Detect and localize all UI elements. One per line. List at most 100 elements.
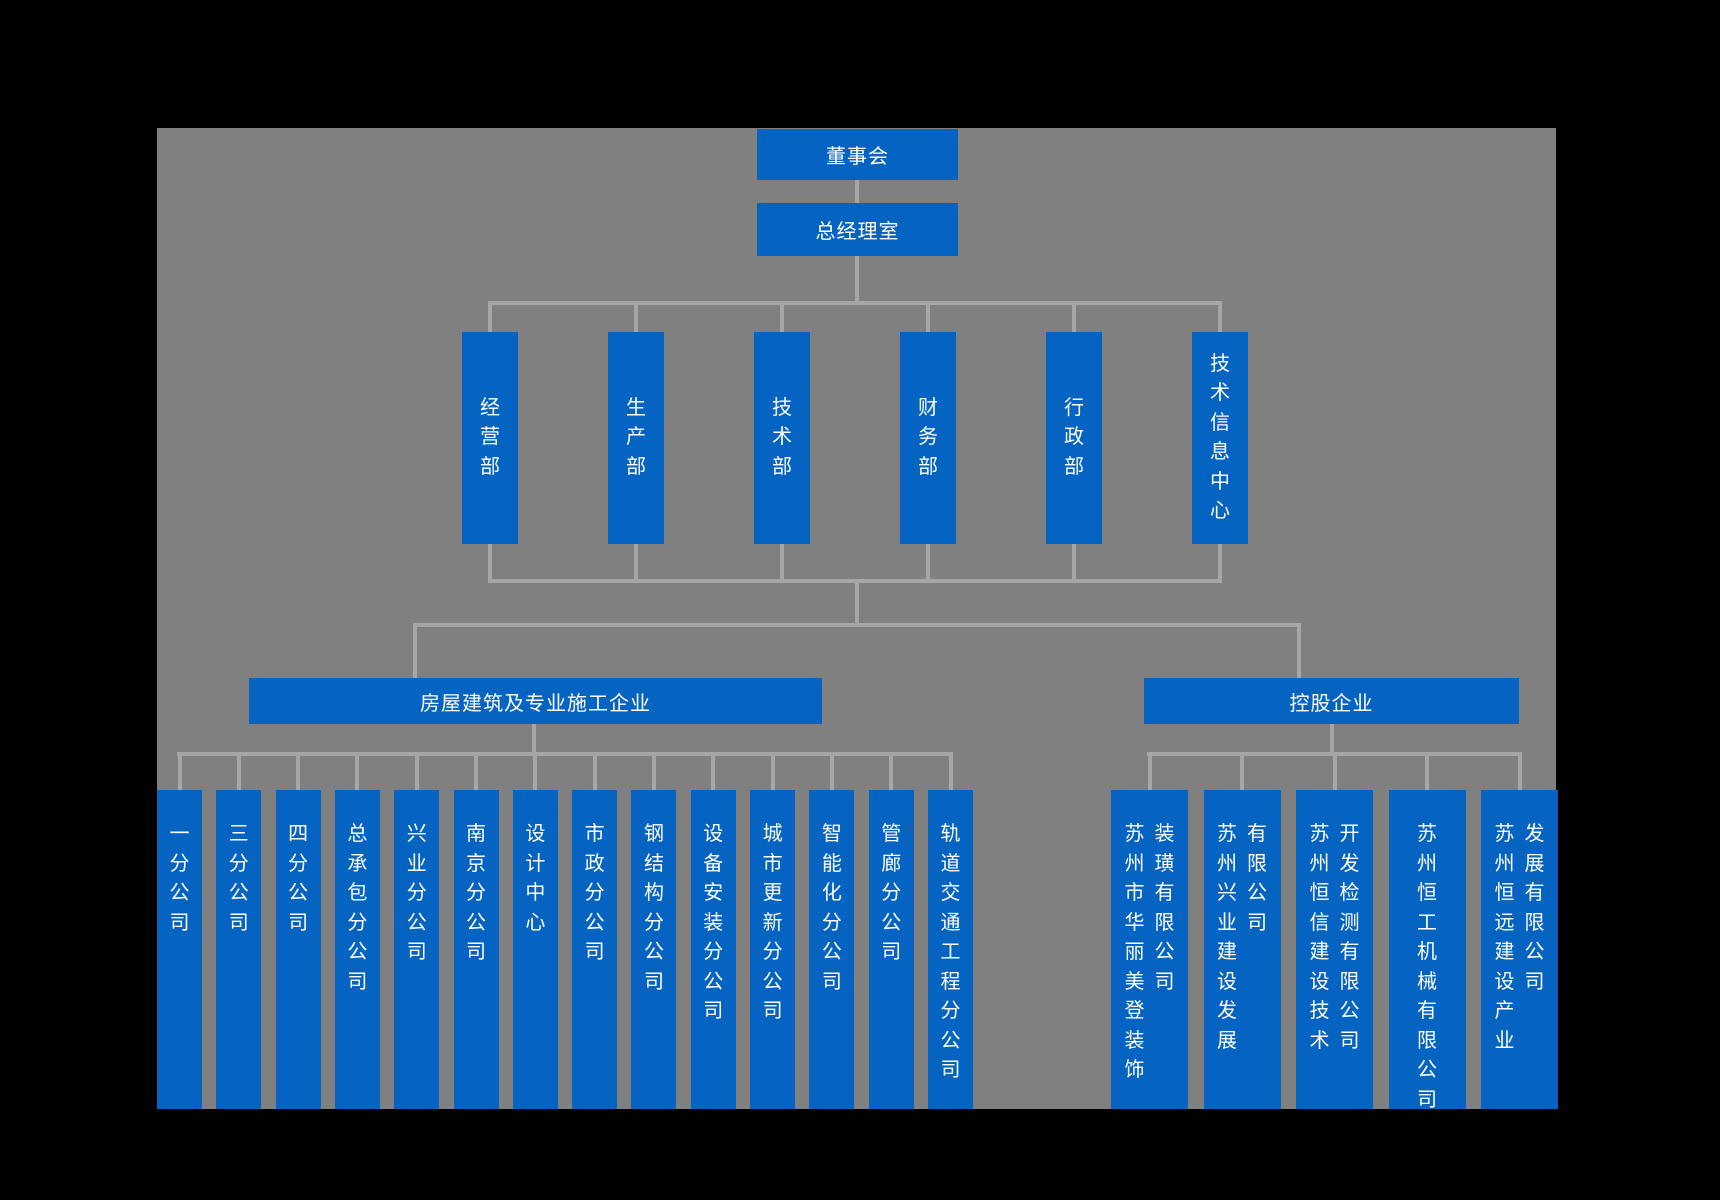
connector-line: [634, 542, 638, 583]
company-label-column: 一分公司: [169, 823, 190, 934]
connector-line: [1425, 754, 1429, 792]
org-box-board[interactable]: 董事会: [757, 129, 958, 180]
company-label-column: 兴业分公司: [406, 823, 427, 963]
connector-line: [236, 754, 241, 792]
connector-line: [488, 579, 1222, 583]
org-box-company[interactable]: 一分公司: [157, 790, 202, 1109]
connector-line: [780, 542, 784, 583]
connector-line: [413, 627, 417, 680]
org-box-company[interactable]: 南京分公司: [453, 790, 499, 1109]
org-box-company[interactable]: 四分公司: [275, 790, 321, 1109]
org-box-company[interactable]: 兴业分公司: [394, 790, 440, 1109]
org-box-department[interactable]: 经营部: [462, 332, 518, 544]
company-label-column: 市政分公司: [584, 823, 605, 963]
connector-line: [414, 754, 419, 792]
connector-line: [1072, 301, 1076, 334]
connector-line: [592, 754, 597, 792]
org-box-department[interactable]: 生产部: [608, 332, 664, 544]
org-box-company[interactable]: 设备安装分公司: [690, 790, 736, 1109]
connector-line: [926, 542, 930, 583]
org-box-department[interactable]: 行政部: [1046, 332, 1102, 544]
company-label-column: 南京分公司: [466, 823, 487, 963]
connector-line: [488, 301, 492, 334]
org-box-company[interactable]: 苏州恒信建设技术开发检测有限公司: [1296, 790, 1373, 1109]
company-label-column: 苏州市华丽美登装饰: [1124, 823, 1145, 1081]
connector-line: [177, 754, 182, 792]
company-label-column: 管廊分公司: [881, 823, 902, 963]
connector-line: [355, 754, 360, 792]
org-box-company[interactable]: 苏州恒远建设产业发展有限公司: [1481, 790, 1558, 1109]
org-box-department[interactable]: 财务部: [900, 332, 956, 544]
connector-line: [1330, 724, 1334, 754]
org-box-company[interactable]: 市政分公司: [572, 790, 618, 1109]
connector-line: [855, 583, 859, 625]
department-label: 技术信息中心: [1210, 352, 1230, 523]
company-label-column: 三分公司: [228, 823, 249, 934]
connector-line: [296, 754, 301, 792]
connector-line: [177, 752, 953, 756]
company-label-column: 轨道交通工程分公司: [940, 823, 961, 1081]
connector-line: [1332, 754, 1337, 792]
org-box-company[interactable]: 管廊分公司: [868, 790, 914, 1109]
connector-line: [533, 754, 538, 792]
connector-line: [855, 256, 859, 305]
connector-line: [488, 301, 1222, 305]
company-label-column: 设备安装分公司: [703, 823, 724, 1022]
connector-line: [1072, 542, 1076, 583]
connector-line: [413, 623, 1301, 627]
org-box-group-holding[interactable]: 控股企业: [1144, 678, 1519, 724]
department-label: 技术部: [772, 396, 792, 478]
connector-line: [488, 542, 492, 583]
connector-line: [926, 301, 930, 334]
connector-line: [1240, 754, 1244, 792]
connector-line: [889, 754, 894, 792]
org-box-company[interactable]: 总承包分公司: [334, 790, 380, 1109]
org-box-general-manager-office[interactable]: 总经理室: [757, 203, 958, 256]
department-label: 生产部: [626, 396, 646, 478]
org-box-company[interactable]: 苏州兴业建设发展有限公司: [1203, 790, 1281, 1109]
company-label-column: 发展有限公司: [1524, 823, 1545, 993]
connector-line: [1297, 627, 1301, 680]
connector-line: [948, 754, 953, 792]
org-box-company[interactable]: 轨道交通工程分公司: [928, 790, 973, 1109]
connector-line: [1218, 542, 1222, 583]
org-box-company[interactable]: 城市更新分公司: [750, 790, 796, 1109]
org-box-company[interactable]: 苏州市华丽美登装饰装璜有限公司: [1111, 790, 1188, 1109]
connector-line: [634, 301, 638, 334]
org-box-group-construction[interactable]: 房屋建筑及专业施工企业: [249, 678, 822, 724]
company-label-column: 智能化分公司: [821, 823, 842, 993]
connector-line: [474, 754, 479, 792]
company-label-column: 苏州兴业建设发展: [1217, 823, 1237, 1052]
department-label: 财务部: [918, 396, 938, 478]
company-label-column: 四分公司: [288, 823, 309, 934]
department-label: 经营部: [480, 396, 500, 478]
org-box-department[interactable]: 技术信息中心: [1192, 332, 1248, 544]
slide-background: 董事会 总经理室 经营部 生产部 技术部 财务部 行政部 技术信息中心 房屋建筑及专业施工…: [157, 128, 1558, 1111]
org-box-company[interactable]: 钢结构分公司: [631, 790, 677, 1109]
company-label-column: 总承包分公司: [347, 823, 368, 993]
connector-line: [532, 724, 536, 754]
connector-line: [651, 754, 656, 792]
org-box-company[interactable]: 苏州恒工机械有限公司: [1388, 790, 1466, 1111]
company-label-column: 苏州恒工机械有限公司: [1417, 823, 1437, 1111]
connector-line: [829, 754, 834, 792]
org-box-department[interactable]: 技术部: [754, 332, 810, 544]
company-label-column: 苏州恒远建设产业: [1494, 823, 1515, 1052]
org-box-company[interactable]: 三分公司: [216, 790, 262, 1109]
connector-line: [711, 754, 716, 792]
company-label-column: 装璜有限公司: [1154, 823, 1175, 993]
connector-line: [770, 754, 775, 792]
org-box-company[interactable]: 设计中心: [512, 790, 558, 1109]
org-box-company[interactable]: 智能化分公司: [809, 790, 855, 1109]
connector-line: [855, 180, 859, 203]
department-label: 行政部: [1064, 396, 1084, 478]
company-label-column: 苏州恒信建设技术: [1309, 823, 1330, 1052]
connector-line: [780, 301, 784, 334]
company-label-column: 有限公司: [1247, 823, 1267, 934]
connector-line: [1218, 301, 1222, 334]
connector-line: [1517, 754, 1522, 792]
connector-line: [1147, 754, 1152, 792]
company-label-column: 城市更新分公司: [762, 823, 783, 1022]
company-label-column: 设计中心: [525, 823, 546, 934]
